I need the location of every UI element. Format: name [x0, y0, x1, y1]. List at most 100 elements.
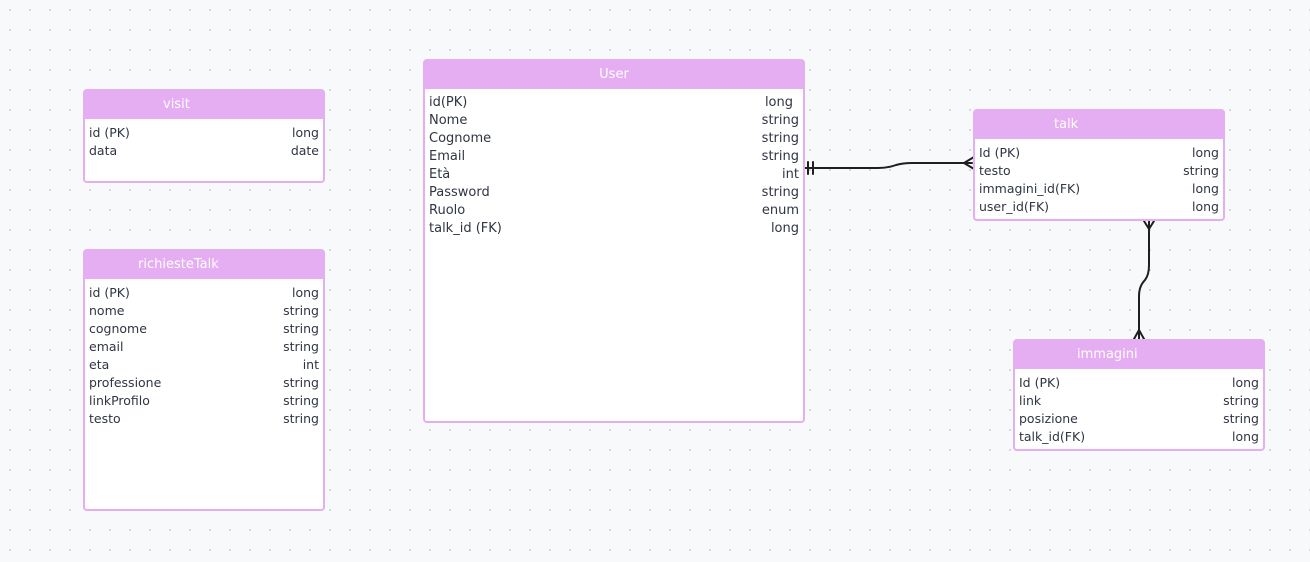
field-name: user_id(FK): [979, 199, 1050, 214]
field-type: long: [292, 125, 319, 140]
field-type: string: [761, 185, 799, 200]
entity-user-title: User: [599, 67, 629, 82]
field-name: Età: [429, 167, 451, 182]
field-name: professione: [89, 375, 162, 390]
entity-user[interactable]: User id(PK) long Nome string Cognome str…: [423, 59, 805, 423]
field-row[interactable]: Email string: [429, 148, 799, 166]
field-row[interactable]: cognome string: [89, 320, 319, 338]
field-name: nome: [89, 303, 125, 318]
entity-visit[interactable]: visit id (PK) long data date: [83, 89, 325, 183]
field-name: Id (PK): [1019, 375, 1061, 390]
field-type: long: [292, 285, 319, 300]
field-type: string: [283, 339, 319, 354]
field-name: data: [89, 143, 118, 158]
field-row[interactable]: id(PK) long: [429, 94, 799, 112]
entity-immagini-fields: Id (PK) long link string posizione strin…: [1015, 369, 1263, 446]
field-name: testo: [89, 411, 121, 426]
field-row[interactable]: professione string: [89, 374, 319, 392]
field-type: long: [1192, 199, 1219, 214]
field-type: string: [283, 393, 319, 408]
field-type: string: [283, 303, 319, 318]
field-row[interactable]: Cognome string: [429, 130, 799, 148]
field-name: immagini_id(FK): [979, 181, 1081, 196]
entity-visit-fields: id (PK) long data date: [85, 119, 323, 160]
field-type: string: [761, 149, 799, 164]
entity-talk-fields: Id (PK) long testo string immagini_id(FK…: [975, 139, 1223, 216]
field-row[interactable]: data date: [89, 142, 319, 160]
field-type: string: [761, 131, 799, 146]
field-row[interactable]: talk_id(FK) long: [1019, 428, 1259, 446]
field-name: testo: [979, 163, 1011, 178]
entity-talk[interactable]: talk Id (PK) long testo string immagini_…: [973, 109, 1225, 221]
field-row[interactable]: user_id(FK) long: [979, 198, 1219, 216]
field-row[interactable]: Password string: [429, 184, 799, 202]
field-row[interactable]: linkProfilo string: [89, 392, 319, 410]
field-type: long: [1232, 429, 1259, 444]
field-row[interactable]: Ruolo enum: [429, 202, 799, 220]
field-row[interactable]: Nome string: [429, 112, 799, 130]
field-row[interactable]: talk_id (FK) long: [429, 220, 799, 238]
field-row[interactable]: Id (PK) long: [979, 144, 1219, 162]
field-name: link: [1019, 393, 1042, 408]
field-name: eta: [89, 357, 110, 372]
field-name: posizione: [1019, 411, 1078, 426]
entity-talk-header: talk: [975, 111, 1223, 139]
field-name: id (PK): [89, 285, 130, 300]
field-name: id(PK): [429, 95, 468, 110]
field-row[interactable]: testo string: [979, 162, 1219, 180]
user-talk-connector[interactable]: [803, 156, 975, 175]
entity-immagini[interactable]: immagini Id (PK) long link string posizi…: [1013, 339, 1265, 451]
entity-visit-header: visit: [85, 91, 323, 119]
field-type: int: [302, 357, 319, 372]
field-type: string: [283, 321, 319, 336]
field-name: email: [89, 339, 124, 354]
entity-richiestetalk-header: richiesteTalk: [85, 251, 323, 279]
field-name: talk_id(FK): [1019, 429, 1086, 444]
entity-visit-title: visit: [163, 97, 190, 112]
entity-user-fields: id(PK) long Nome string Cognome string E…: [425, 89, 803, 238]
field-row[interactable]: email string: [89, 338, 319, 356]
field-name: talk_id (FK): [429, 221, 502, 236]
field-name: Id (PK): [979, 145, 1021, 160]
field-type: int: [782, 167, 799, 182]
field-type: string: [1223, 393, 1259, 408]
field-type: long: [770, 221, 799, 236]
field-row[interactable]: testo string: [89, 410, 319, 428]
field-type: long: [1232, 375, 1259, 390]
field-type: string: [1223, 411, 1259, 426]
field-name: Ruolo: [429, 203, 466, 218]
field-type: string: [761, 113, 799, 128]
field-name: Password: [429, 185, 490, 200]
field-type: string: [283, 411, 319, 426]
entity-richiestetalk-title: richiesteTalk: [138, 257, 219, 272]
field-name: linkProfilo: [89, 393, 150, 408]
field-name: id (PK): [89, 125, 130, 140]
entity-richiestetalk[interactable]: richiesteTalk id (PK) long nome string c…: [83, 249, 325, 511]
field-type: long: [764, 95, 793, 110]
field-row[interactable]: Età int: [429, 166, 799, 184]
talk-immagini-connector[interactable]: [1133, 219, 1155, 340]
entity-user-header: User: [425, 61, 803, 89]
entity-immagini-title: immagini: [1077, 347, 1138, 362]
entity-richiestetalk-fields: id (PK) long nome string cognome string …: [85, 279, 323, 428]
entity-talk-title: talk: [1054, 117, 1079, 132]
field-type: enum: [761, 203, 799, 218]
field-type: long: [1192, 181, 1219, 196]
field-type: string: [283, 375, 319, 390]
field-row[interactable]: immagini_id(FK) long: [979, 180, 1219, 198]
field-row[interactable]: link string: [1019, 392, 1259, 410]
field-row[interactable]: id (PK) long: [89, 124, 319, 142]
field-row[interactable]: Id (PK) long: [1019, 374, 1259, 392]
field-name: Cognome: [429, 131, 492, 146]
field-row[interactable]: posizione string: [1019, 410, 1259, 428]
field-type: string: [1183, 163, 1219, 178]
field-row[interactable]: nome string: [89, 302, 319, 320]
field-name: cognome: [89, 321, 147, 336]
field-row[interactable]: eta int: [89, 356, 319, 374]
field-name: Email: [429, 149, 466, 164]
field-type: long: [1192, 145, 1219, 160]
entity-immagini-header: immagini: [1015, 341, 1263, 369]
field-row[interactable]: id (PK) long: [89, 284, 319, 302]
field-name: Nome: [429, 113, 468, 128]
field-type: date: [290, 143, 319, 158]
